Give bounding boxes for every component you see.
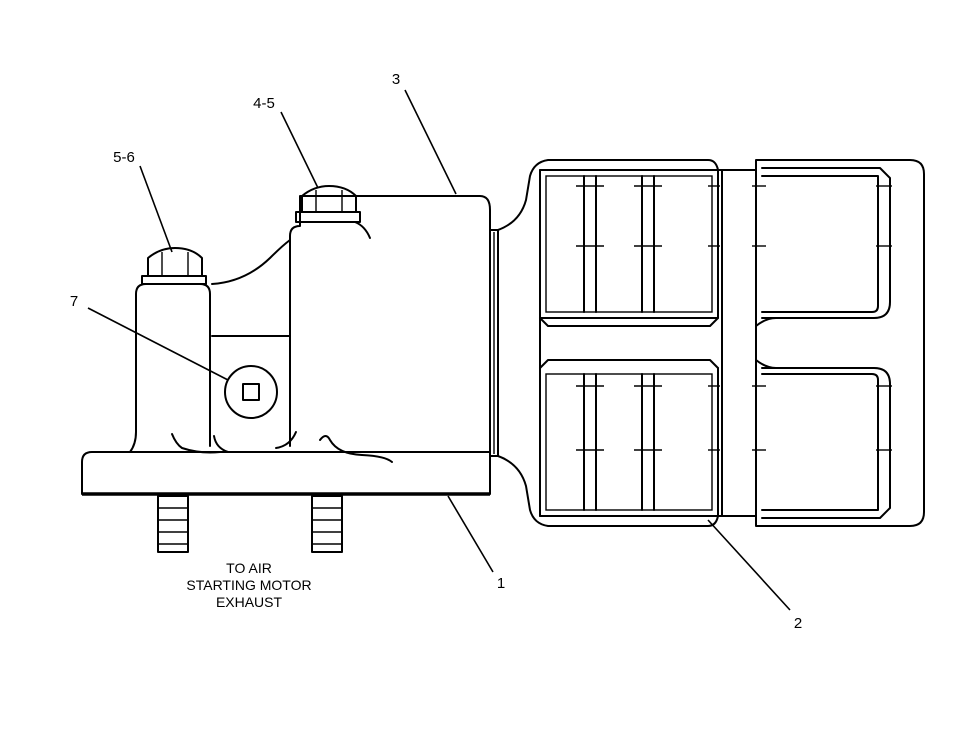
bolt-4-5: [295, 185, 361, 223]
callout-3: 3: [392, 71, 400, 88]
bolt-5-6: [141, 247, 207, 285]
callout-2: 2: [794, 615, 802, 632]
exhaust-fittings: [157, 495, 343, 553]
connector-flange: [489, 159, 719, 527]
filter-element: [539, 159, 925, 527]
leader-2: [707, 519, 791, 611]
leader-7: [87, 307, 229, 381]
leader-4-5: [280, 111, 319, 189]
callout-4-5: 4-5: [253, 95, 275, 112]
plug-square: [242, 383, 260, 401]
note-line-3: EXHAUST: [216, 594, 283, 610]
callout-5-6: 5-6: [113, 149, 135, 166]
leader-1: [447, 495, 494, 573]
callout-1: 1: [497, 575, 505, 592]
note-line-2: STARTING MOTOR: [186, 577, 311, 593]
plug-circle: [224, 365, 278, 419]
leader-3: [404, 89, 457, 195]
leader-5-6: [139, 165, 173, 253]
callout-7: 7: [70, 293, 78, 310]
note-line-1: TO AIR: [226, 560, 272, 576]
silencer-housing: [81, 195, 491, 496]
